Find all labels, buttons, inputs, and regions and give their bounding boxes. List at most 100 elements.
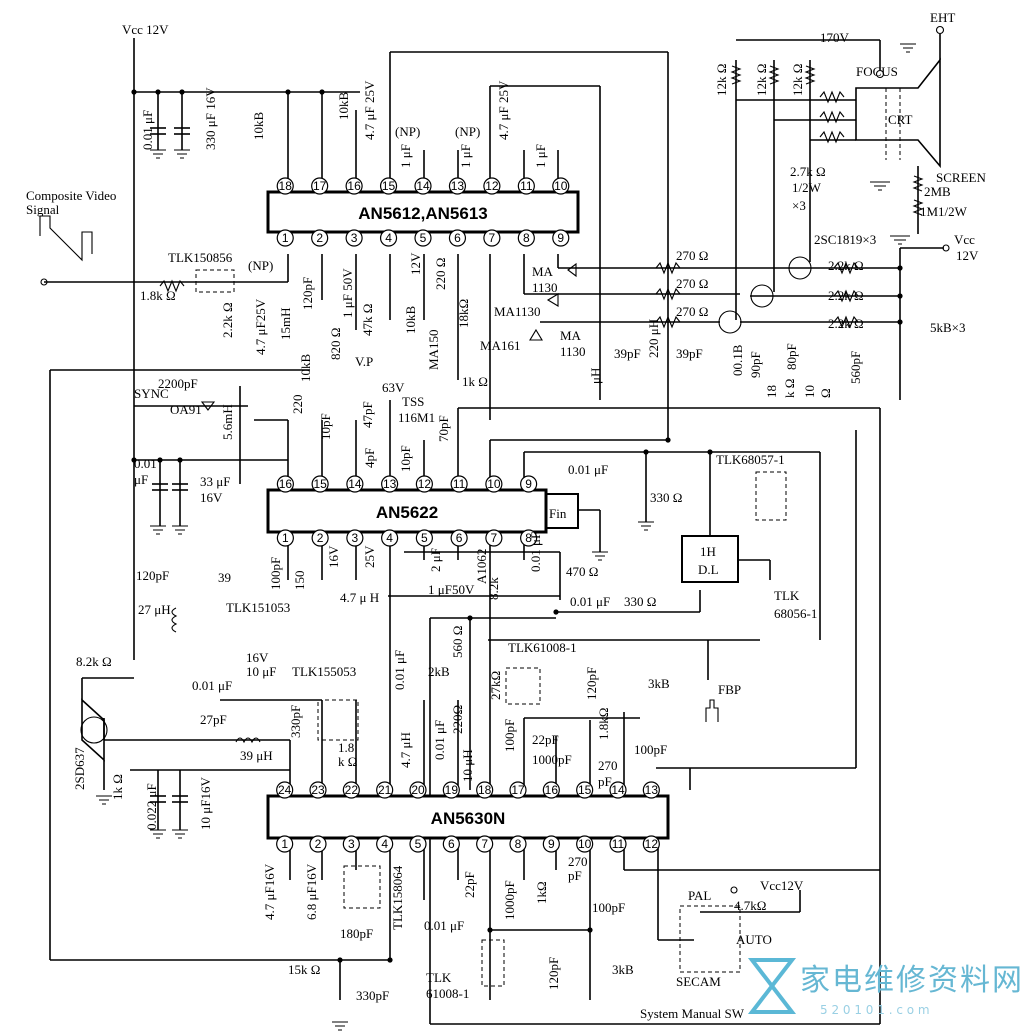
ic-pin-top bbox=[414, 177, 432, 195]
ic-pin-number: 5 bbox=[421, 531, 428, 545]
ic-pin-number: 3 bbox=[351, 231, 358, 245]
component-label: FBP bbox=[718, 682, 741, 697]
component-label: 2kB bbox=[428, 664, 450, 679]
component-label: 220 μH bbox=[646, 319, 661, 358]
ic-body bbox=[266, 488, 548, 534]
ic-pin-number: 14 bbox=[348, 477, 362, 491]
ic-pin-number: 3 bbox=[352, 531, 359, 545]
ic-pin-top bbox=[276, 781, 294, 799]
ic-pin-number: 14 bbox=[611, 783, 625, 797]
ic-pin-bottom bbox=[483, 229, 501, 247]
component-label: 68056-1 bbox=[774, 606, 817, 621]
component-label: 1130 bbox=[560, 344, 586, 359]
component-label: 10 bbox=[802, 385, 817, 398]
screen-label: SCREEN bbox=[936, 170, 986, 185]
input-label-line2: Signal bbox=[26, 202, 60, 217]
ic-pin-bottom bbox=[448, 229, 467, 247]
ic-pin-number: 19 bbox=[445, 783, 459, 797]
component-label: 39pF bbox=[614, 346, 641, 361]
component-label: 560pF bbox=[848, 351, 863, 384]
component-label: 0.01 μF bbox=[392, 650, 407, 690]
ic-pin-bottom bbox=[576, 835, 594, 853]
ic-pin-number: 1 bbox=[281, 837, 288, 851]
component-label: TLK150856 bbox=[168, 250, 233, 265]
ic-pin-top bbox=[379, 177, 398, 195]
ic-pin-number: 4 bbox=[381, 837, 388, 851]
ic-pin-number: 18 bbox=[279, 179, 293, 193]
supply-labels: Vcc 12V 170V EHT FOCUS SCREEN CRT Vcc 12… bbox=[26, 10, 986, 893]
component-label: 1130 bbox=[532, 280, 558, 295]
component-label: Ω bbox=[818, 388, 833, 398]
watermark-url: 5 2 0 1 0 1 . c o m bbox=[820, 1003, 930, 1017]
ic-pin-number: 24 bbox=[278, 783, 292, 797]
ic-pin-top bbox=[609, 781, 627, 799]
component-label: TLK bbox=[426, 970, 452, 985]
ic-name: AN5622 bbox=[376, 503, 438, 522]
ic-pin-bottom bbox=[414, 229, 432, 247]
component-label: (NP) bbox=[455, 124, 480, 139]
component-label: 100pF bbox=[502, 719, 517, 752]
component-label: 47k Ω bbox=[360, 304, 375, 336]
component-label: 330pF bbox=[356, 988, 389, 1003]
ic-pin-top bbox=[542, 781, 560, 799]
component-label: 1/2W bbox=[792, 180, 822, 195]
component-label: 2.7k Ω bbox=[790, 164, 826, 179]
ic-pin-bottom bbox=[379, 229, 398, 247]
component-label: 116M1 bbox=[398, 410, 435, 425]
component-label: 39 μH bbox=[240, 748, 273, 763]
component-label: 80pF bbox=[784, 343, 799, 370]
component-label: 820 Ω bbox=[328, 328, 343, 360]
component-label: 4.7 μH bbox=[398, 732, 413, 768]
ic-pin-number: 13 bbox=[451, 179, 465, 193]
ic-pin-bottom bbox=[346, 529, 364, 547]
ic-pin-number: 22 bbox=[345, 783, 359, 797]
ic-pin-bottom bbox=[609, 835, 627, 853]
ic-pin-bottom bbox=[376, 835, 394, 853]
component-label: 15mH bbox=[278, 308, 293, 341]
component-label: 16V bbox=[200, 490, 223, 505]
ic-pin-top bbox=[311, 177, 329, 195]
ic-pin-number: 17 bbox=[313, 179, 327, 193]
component-label: 1 μF 50V bbox=[340, 268, 355, 318]
component-label: ×3 bbox=[792, 198, 806, 213]
ic-pin-number: 2 bbox=[316, 231, 323, 245]
vcc-main-label: Vcc 12V bbox=[122, 22, 169, 37]
wiring bbox=[39, 25, 945, 1025]
eht-label: EHT bbox=[930, 10, 955, 25]
component-label: 2SD637 bbox=[72, 747, 87, 790]
ic-pin-top bbox=[345, 177, 363, 195]
ground-symbols bbox=[96, 43, 916, 1031]
component-label: 0.01 μF bbox=[140, 110, 155, 150]
component-label: 22pF bbox=[462, 871, 477, 898]
ic-pin-top bbox=[276, 475, 294, 493]
component-label: 0.01 μF bbox=[570, 594, 610, 609]
component-label: 27kΩ bbox=[488, 671, 503, 700]
ic-pin-number: 18 bbox=[478, 783, 492, 797]
ic-pin-top bbox=[376, 781, 394, 799]
ic-pin-bottom bbox=[442, 835, 460, 853]
component-label: 47pF bbox=[360, 401, 375, 428]
ic-pin-number: 6 bbox=[456, 531, 463, 545]
component-label: 0.022 μF bbox=[144, 783, 159, 830]
ic-pin-bottom bbox=[642, 835, 660, 853]
component-label: 5.6mH bbox=[220, 404, 235, 440]
ic-pin-number: 23 bbox=[311, 783, 325, 797]
component-label: pF bbox=[598, 774, 612, 789]
component-label: 270 Ω bbox=[676, 304, 708, 319]
component-label: PAL bbox=[688, 888, 711, 903]
component-label: 0.01 μF bbox=[568, 462, 608, 477]
component-label: 1000pF bbox=[532, 752, 572, 767]
ic-pin-bottom bbox=[517, 229, 535, 247]
ic-pin-number: 12 bbox=[485, 179, 499, 193]
ic-pin-number: 7 bbox=[491, 531, 498, 545]
component-label: 2200pF bbox=[158, 376, 198, 391]
component-label: 12k Ω bbox=[790, 64, 805, 96]
component-label: TLK bbox=[774, 588, 800, 603]
component-label: 15k Ω bbox=[288, 962, 320, 977]
component-label: 270 Ω bbox=[676, 248, 708, 263]
hv170-label: 170V bbox=[820, 30, 850, 45]
ic-pin-number: 12 bbox=[418, 477, 432, 491]
component-label: 270 Ω bbox=[676, 276, 708, 291]
